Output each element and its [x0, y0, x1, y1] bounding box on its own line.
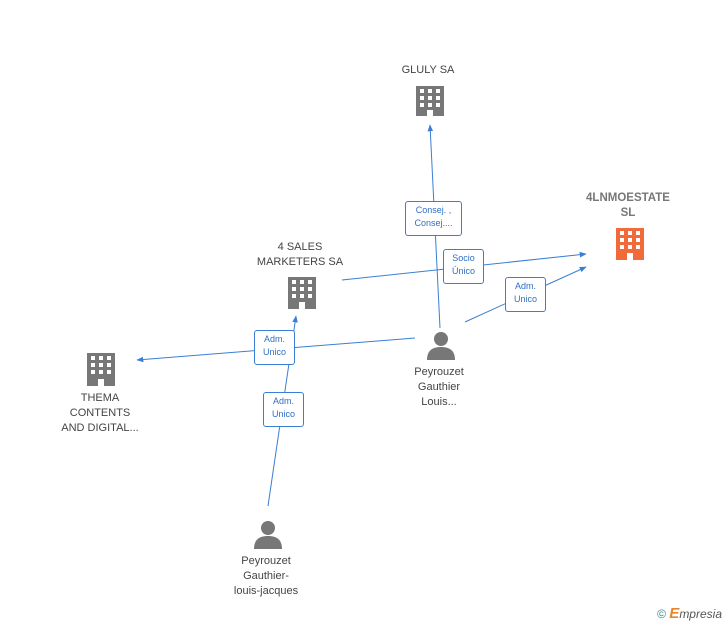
label-line: CONTENTS — [69, 407, 131, 419]
label-line: THEMA — [80, 392, 120, 404]
building-icon-thema[interactable] — [87, 353, 115, 386]
edge-label-adm-lnmo[interactable]: Adm. Unico — [505, 277, 546, 312]
node-label-4lnmoestate[interactable]: 4LNMOESTATE SL — [563, 191, 693, 221]
label-line: SL — [620, 207, 636, 219]
brand-rest: mpresia — [679, 607, 722, 621]
edge-label-line: Adm. — [514, 281, 536, 291]
label-line: Peyrouzet — [241, 555, 291, 567]
edge-label-line: Adm. — [263, 334, 285, 344]
label-line: louis-jacques — [233, 585, 299, 597]
edge-label-adm-sales[interactable]: Adm. Unico — [263, 392, 304, 427]
edge-label-line: Único — [451, 266, 475, 276]
edge-label-line: Unico — [271, 409, 295, 419]
copyright-icon: © — [657, 607, 666, 621]
brand-initial: E — [669, 605, 680, 622]
label-line: 4 SALES — [277, 241, 323, 253]
node-label-gluly[interactable]: GLULY SA — [363, 63, 493, 78]
edge-label-line: Socio — [452, 253, 475, 263]
edge-label-line: Consej. , — [415, 205, 452, 215]
footer-brand: © Empresia — [657, 605, 722, 622]
label-line: AND DIGITAL... — [61, 422, 139, 434]
label-line: Louis... — [421, 396, 457, 408]
building-icon-gluly[interactable] — [416, 86, 444, 116]
edge-label-consej[interactable]: Consej. , Consej.... — [405, 201, 462, 236]
person-icon-jacques[interactable] — [254, 521, 282, 549]
edge-label-line: Adm. — [272, 396, 294, 406]
edge-label-socio-unico[interactable]: Socio Único — [443, 249, 484, 284]
brand-logo[interactable]: Empresia — [669, 605, 722, 622]
label-line: Gauthier- — [243, 570, 289, 582]
node-label-thema[interactable]: THEMA CONTENTS AND DIGITAL... — [35, 391, 165, 436]
person-icon-louis[interactable] — [427, 332, 455, 360]
node-label-louis[interactable]: Peyrouzet Gauthier Louis... — [374, 365, 504, 410]
building-icon-4lnmoestate[interactable] — [616, 228, 644, 260]
edge-label-line: Unico — [513, 294, 537, 304]
edge-label-line: Unico — [262, 347, 286, 357]
label-line: GLULY SA — [401, 64, 455, 76]
node-label-jacques[interactable]: Peyrouzet Gauthier- louis-jacques — [201, 554, 331, 599]
label-line: Gauthier — [417, 381, 461, 393]
edge-label-line: Consej.... — [414, 218, 453, 228]
label-line: Peyrouzet — [414, 366, 464, 378]
label-line: 4LNMOESTATE — [586, 192, 670, 204]
label-line: MARKETERS SA — [256, 256, 344, 268]
edge-label-adm-thema[interactable]: Adm. Unico — [254, 330, 295, 365]
building-icon-4-sales[interactable] — [288, 277, 316, 309]
node-label-4-sales[interactable]: 4 SALES MARKETERS SA — [235, 240, 365, 270]
